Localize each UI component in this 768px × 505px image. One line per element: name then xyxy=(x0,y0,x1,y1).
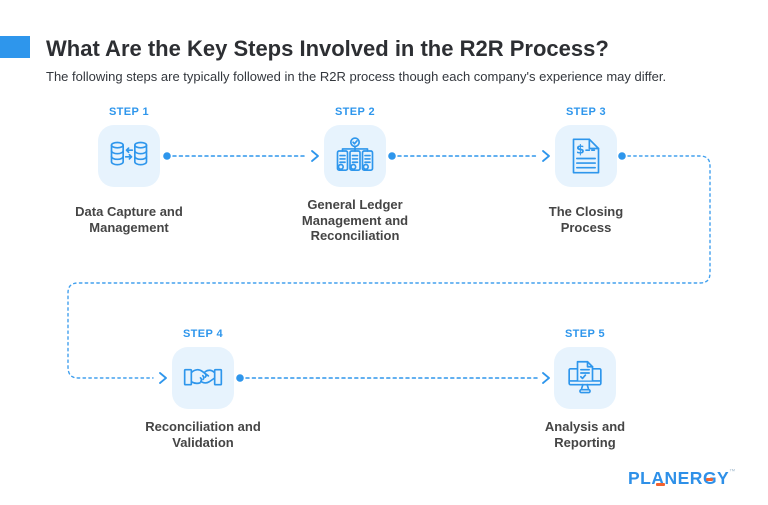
trademark-symbol: ™ xyxy=(729,469,736,475)
svg-text:$: $ xyxy=(576,142,585,157)
database-sync-icon xyxy=(110,141,148,166)
step-1-icon-box xyxy=(98,125,160,187)
page-title: What Are the Key Steps Involved in the R… xyxy=(46,36,609,61)
step-1-name: Data Capture and Management xyxy=(75,204,183,235)
title-accent-rect xyxy=(0,36,30,58)
report-monitor-icon xyxy=(568,360,602,394)
step-2-name: General Ledger Management and Reconcilia… xyxy=(301,197,409,243)
financial-document-icon: $ xyxy=(572,138,600,174)
step-5-label: STEP 5 xyxy=(564,328,606,340)
step-4-name: Reconciliation and Validation xyxy=(145,419,261,450)
connector-dot xyxy=(618,152,626,160)
planergy-logo-text: PLANERGY xyxy=(628,468,730,488)
step-2-icon-box xyxy=(324,125,386,187)
arrowhead-icon xyxy=(542,372,550,384)
connector-dot xyxy=(388,152,396,160)
arrowhead-icon xyxy=(159,372,167,384)
page-subtitle: The following steps are typically follow… xyxy=(46,69,667,84)
ledger-checklist-hierarchy-icon xyxy=(336,137,374,171)
handshake-icon xyxy=(183,368,223,386)
logo-orange-g-bar xyxy=(706,477,713,481)
logo-orange-a-bar xyxy=(656,483,665,486)
connector-dot xyxy=(163,152,171,160)
step-3-name: The Closing Process xyxy=(548,204,624,235)
arrowhead-icon xyxy=(311,150,319,162)
step-5-icon-box xyxy=(554,347,616,409)
step-2-label: STEP 2 xyxy=(334,106,376,118)
step-3-icon-box: $ xyxy=(555,125,617,187)
step-4-icon-box xyxy=(172,347,234,409)
step-5-name: Analysis and Reporting xyxy=(544,419,626,450)
arrowhead-icon xyxy=(542,150,550,162)
step-1-label: STEP 1 xyxy=(108,106,150,118)
step-4-label: STEP 4 xyxy=(182,328,224,340)
connector-dot xyxy=(236,374,244,382)
planergy-logo: PLANERGY™ xyxy=(628,468,735,492)
step-3-label: STEP 3 xyxy=(565,106,607,118)
